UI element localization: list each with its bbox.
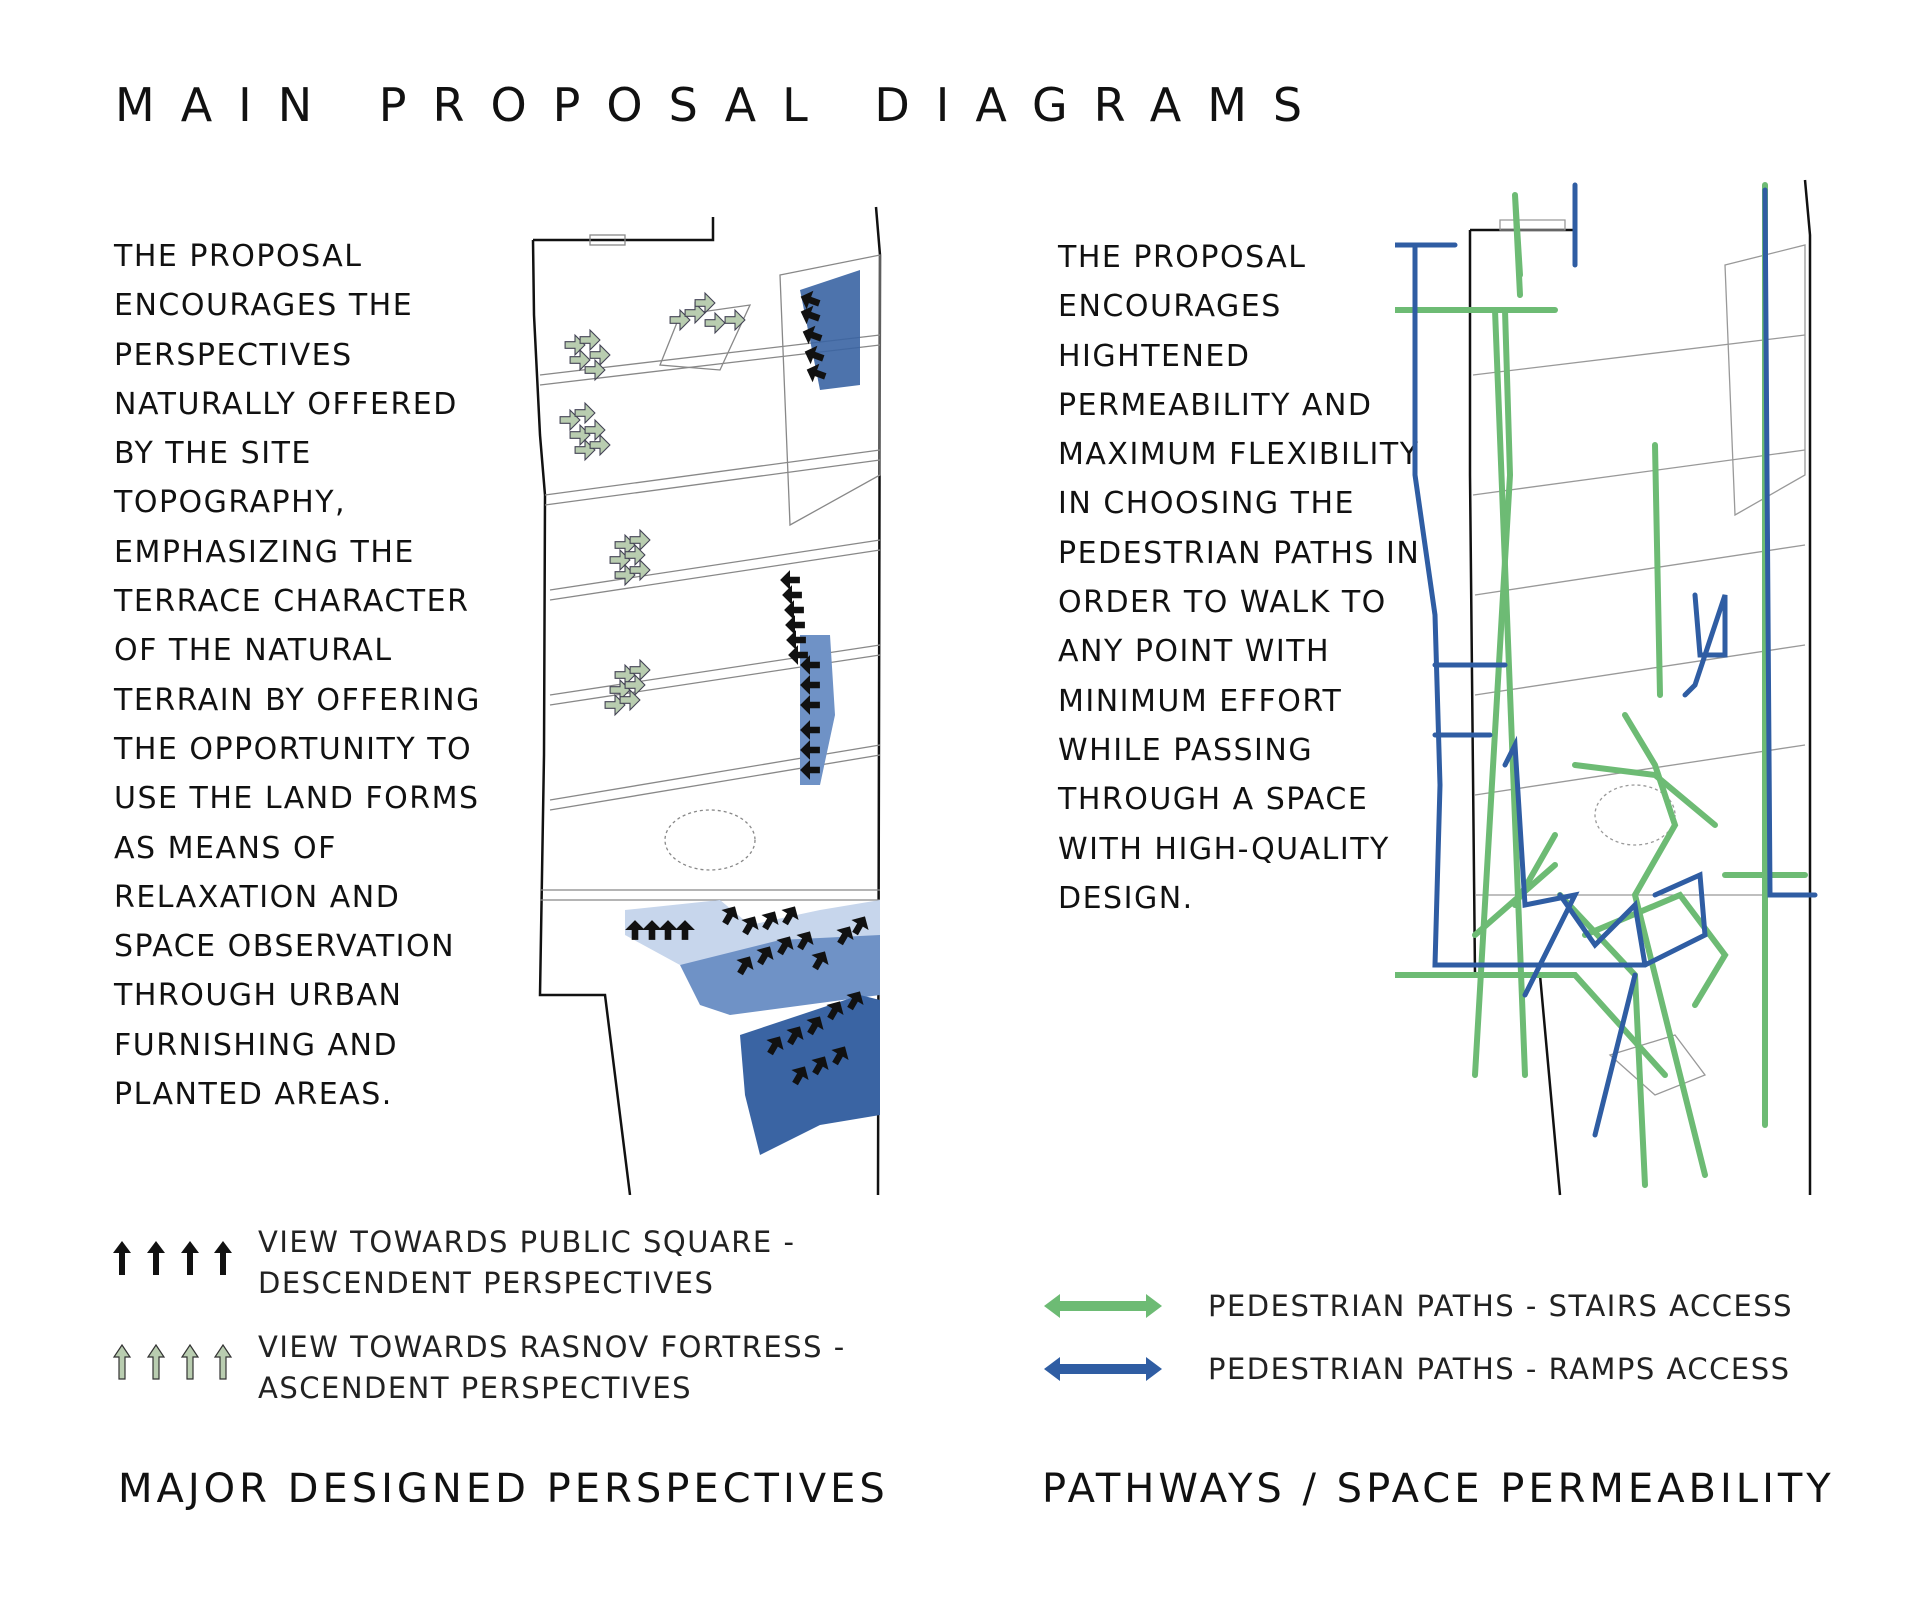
- black-arrow-icon: [776, 936, 794, 956]
- green-arrow-icon: [589, 343, 611, 367]
- description-line: PERSPECTIVES: [114, 337, 353, 373]
- black-arrow-up-icon: [113, 1241, 232, 1275]
- green-arrow-icon: [574, 401, 596, 425]
- blue-double-arrow-icon: [1044, 1357, 1162, 1381]
- description-line: PERMEABILITY AND: [1058, 387, 1373, 423]
- legend-line: DESCENDENT PERSPECTIVES: [258, 1266, 715, 1300]
- ascendent-view-arrows: [559, 291, 746, 717]
- description-line: DESIGN.: [1058, 880, 1194, 916]
- green-arrow-icon: [589, 433, 611, 457]
- description-line: WHILE PASSING: [1058, 732, 1314, 768]
- black-arrow-icon: [625, 920, 645, 940]
- description-line: THE PROPOSAL: [1058, 240, 1307, 275]
- black-arrow-icon: [800, 290, 821, 310]
- black-arrow-icon: [796, 931, 814, 951]
- description-line: FURNISHING AND: [114, 1027, 399, 1063]
- black-arrow-icon: [780, 570, 800, 590]
- description-line: THROUGH A SPACE: [1058, 782, 1369, 818]
- description-line: NATURALLY OFFERED: [114, 386, 458, 422]
- legend-descendent: VIEW TOWARDS PUBLIC SQUARE - DESCENDENT …: [258, 1222, 795, 1304]
- green-arrow-icon: [584, 358, 606, 382]
- description-line: TERRACE CHARACTER: [114, 584, 470, 620]
- black-arrow-icon: [658, 920, 678, 940]
- description-line: PLANTED AREAS.: [114, 1077, 393, 1113]
- black-arrow-icon: [782, 585, 802, 605]
- black-arrow-icon: [826, 1001, 844, 1021]
- green-arrow-icon: [569, 348, 591, 372]
- black-arrow-icon: [802, 325, 823, 345]
- black-arrow-icon: [675, 920, 695, 940]
- black-arrow-icon: [761, 911, 779, 931]
- description-line: PEDESTRIAN PATHS IN: [1058, 535, 1421, 571]
- legend-stairs: PEDESTRIAN PATHS - STAIRS ACCESS: [1208, 1289, 1794, 1323]
- green-arrow-icon: [619, 688, 641, 712]
- black-arrow-icon: [806, 363, 827, 383]
- permeability-description: THE PROPOSAL ENCOURAGES HIGHTENED PERMEABIL…: [1058, 233, 1420, 923]
- description-line: OF THE NATURAL: [114, 633, 393, 669]
- green-arrow-icon: [629, 558, 651, 582]
- black-arrow-icon: [766, 1036, 784, 1056]
- black-arrow-icon: [811, 951, 829, 971]
- page-title: MAIN PROPOSAL DIAGRAMS: [115, 78, 1329, 132]
- perspectives-subtitle: MAJOR DESIGNED PERSPECTIVES: [118, 1466, 889, 1512]
- black-arrow-icon: [831, 1046, 849, 1066]
- black-arrow-icon: [806, 1016, 824, 1036]
- black-arrow-icon: [781, 906, 799, 926]
- description-line: TOPOGRAPHY,: [114, 485, 347, 521]
- perspectives-site-plan: [531, 206, 882, 1195]
- description-line: SPACE OBSERVATION: [114, 929, 456, 965]
- black-arrow-icon: [836, 926, 854, 946]
- description-line: EMPHASIZING THE: [114, 534, 415, 570]
- description-line: ANY POINT WITH: [1058, 634, 1331, 670]
- description-line: MINIMUM EFFORT: [1058, 683, 1343, 719]
- description-line: ORDER TO WALK TO: [1058, 585, 1387, 621]
- description-line: THE PROPOSAL: [114, 239, 363, 274]
- green-arrow-icon: [629, 528, 651, 552]
- green-arrow-icon: [579, 328, 601, 352]
- legend-line: VIEW TOWARDS RASNOV FORTRESS -: [258, 1330, 846, 1364]
- description-line: USE THE LAND FORMS: [114, 781, 480, 817]
- legend-ramps: PEDESTRIAN PATHS - RAMPS ACCESS: [1208, 1352, 1791, 1386]
- description-line: IN CHOOSING THE: [1058, 486, 1356, 522]
- permeability-subtitle: PATHWAYS / SPACE PERMEABILITY: [1042, 1466, 1835, 1512]
- description-line: TERRAIN BY OFFERING: [114, 682, 481, 718]
- description-line: BY THE SITE: [114, 436, 312, 472]
- black-arrow-icon: [804, 345, 825, 365]
- green-double-arrow-icon: [1044, 1294, 1162, 1318]
- legend-line: ASCENDENT PERSPECTIVES: [258, 1371, 693, 1405]
- perspectives-description: THE PROPOSAL ENCOURAGES THE PERSPECTIVES NA…: [114, 232, 481, 1119]
- green-arrow-icon: [724, 308, 746, 332]
- black-arrow-icon: [800, 305, 821, 325]
- black-arrow-icon: [642, 920, 662, 940]
- black-arrow-icon: [741, 916, 759, 936]
- description-line: AS MEANS OF: [114, 830, 337, 866]
- green-arrow-icon: [704, 311, 726, 335]
- black-arrow-icon: [846, 991, 864, 1011]
- black-arrow-icon: [721, 906, 739, 926]
- description-line: HIGHTENED: [1058, 338, 1251, 374]
- pathways-site-plan: [1395, 179, 1818, 1196]
- black-arrow-icon: [786, 1026, 804, 1046]
- description-line: ENCOURAGES: [1058, 289, 1282, 325]
- green-arrow-icon: [624, 673, 646, 697]
- description-line: ENCOURAGES THE: [114, 288, 414, 324]
- description-line: MAXIMUM FLEXIBILITY: [1058, 437, 1420, 473]
- description-line: RELAXATION AND: [114, 879, 401, 915]
- legend-line: VIEW TOWARDS PUBLIC SQUARE -: [258, 1225, 796, 1259]
- black-arrow-icon: [791, 1066, 809, 1086]
- green-arrow-icon: [694, 291, 716, 315]
- description-line: THROUGH URBAN: [114, 978, 403, 1014]
- description-line: THE OPPORTUNITY TO: [114, 731, 473, 767]
- description-line: WITH HIGH-QUALITY: [1058, 831, 1390, 867]
- green-arrow-up-icon: [112, 1343, 233, 1380]
- ramps-paths: [1395, 182, 1818, 1138]
- black-arrow-icon: [736, 956, 754, 976]
- black-arrow-icon: [756, 946, 774, 966]
- black-arrow-icon: [811, 1056, 829, 1076]
- black-arrow-icon: [851, 916, 869, 936]
- legend-ascendent: VIEW TOWARDS RASNOV FORTRESS - ASCENDENT…: [258, 1327, 846, 1409]
- stairs-paths: [1395, 182, 1808, 1188]
- green-arrow-icon: [629, 658, 651, 682]
